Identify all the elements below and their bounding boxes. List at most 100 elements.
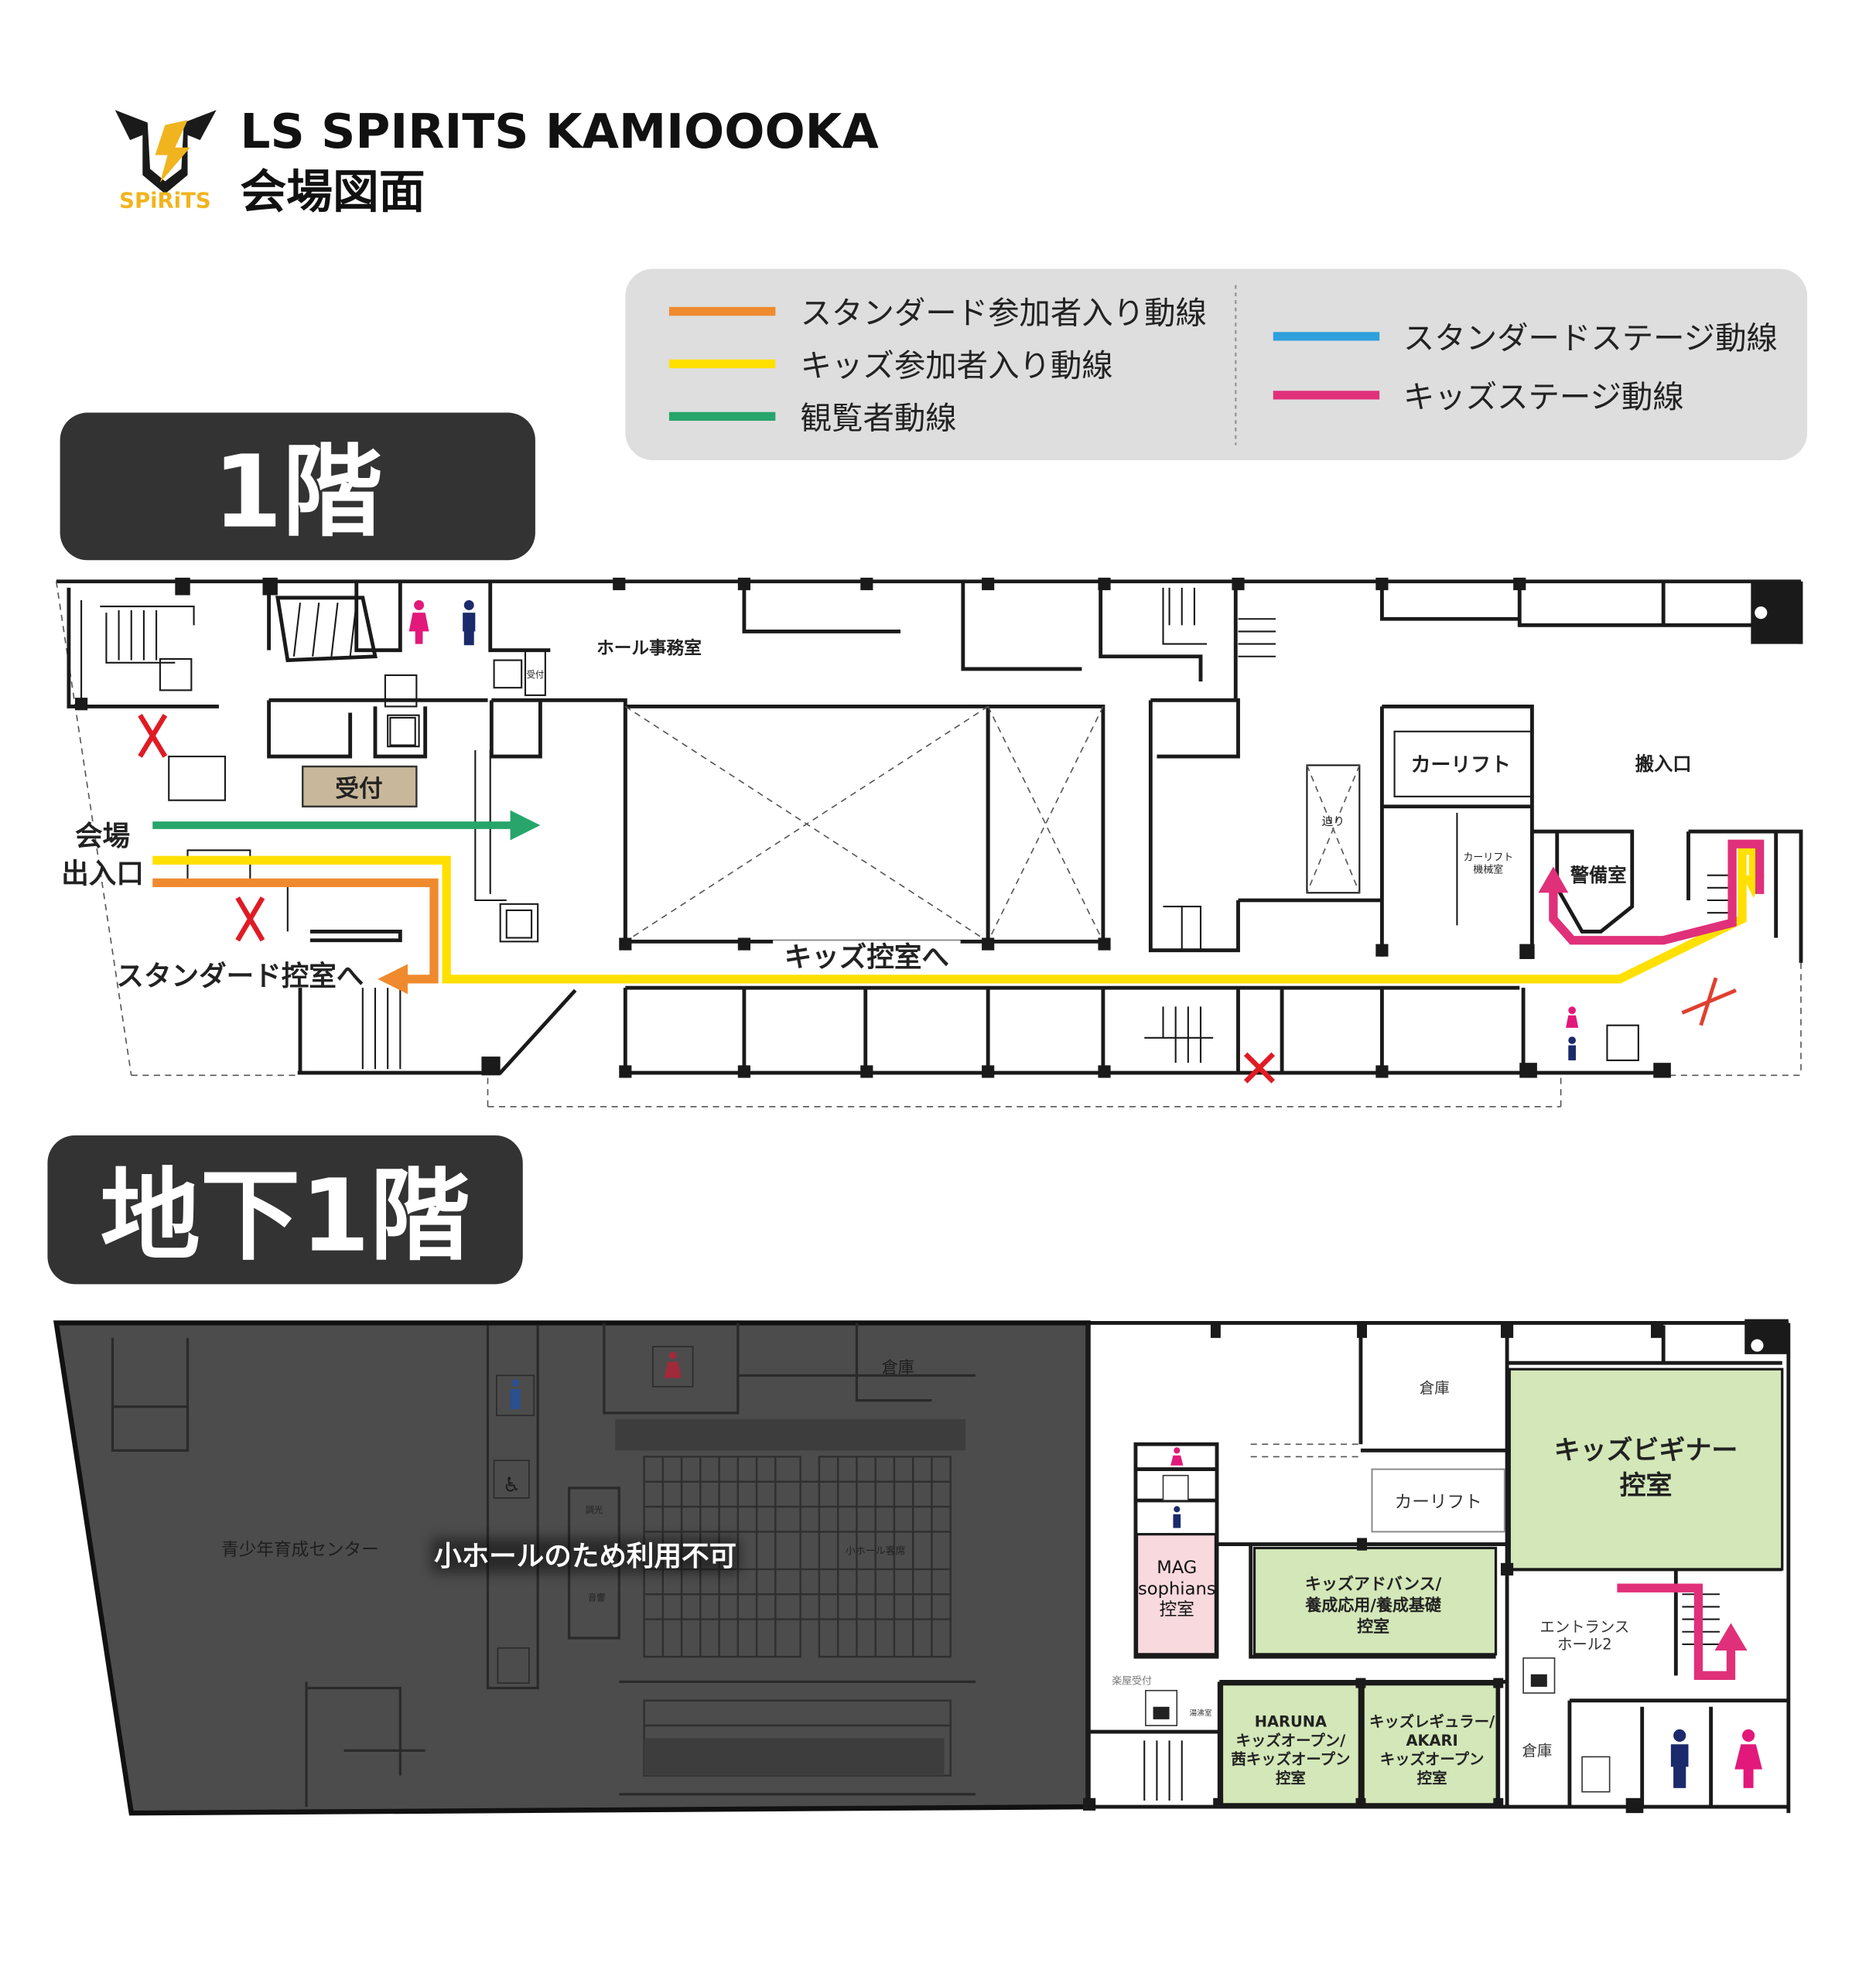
plan-element [387, 714, 420, 748]
kitchenette-label: 湯沸室 [1189, 1708, 1211, 1718]
plan-element [664, 1361, 682, 1378]
shower-icon [1162, 1474, 1189, 1501]
female-restroom-icon [1734, 1729, 1762, 1788]
venue-title: LS SPIRITS KAMIOOOKA [240, 104, 879, 159]
label-label: スタンダード参加者入り動線 [801, 295, 1207, 332]
female-restroom-icon [1566, 1006, 1579, 1028]
plan-element [138, 714, 168, 758]
plan-element [737, 937, 750, 951]
male-restroom-icon [1568, 1036, 1576, 1060]
regular-3-label: キッズオープン [1380, 1750, 1485, 1768]
plan-element [644, 1480, 951, 1620]
plan-element [1355, 1678, 1366, 1688]
plan-element [1699, 977, 1718, 1026]
reception-small-label: 受付 [527, 670, 545, 680]
room-kids-regular: キッズレギュラー/ AKARI キッズオープン 控室 [1362, 1683, 1498, 1806]
plan-element [1653, 1063, 1671, 1078]
plan-element [111, 1323, 976, 1808]
floorB1-heading: 地下1階 [47, 1135, 523, 1285]
storage-top-label: 倉庫 [1420, 1379, 1450, 1397]
plan-element [389, 716, 416, 746]
advance-2-label: 養成応用/養成基礎 [1304, 1595, 1441, 1614]
plan-element [1501, 1562, 1514, 1576]
plan-element [330, 603, 339, 657]
plan-element [312, 603, 320, 657]
plan-element [493, 659, 523, 689]
plan-element [1162, 1474, 1189, 1501]
plan-element [60, 412, 535, 561]
plan-element [361, 988, 402, 1070]
entrance-1-label: 会場 [75, 821, 130, 852]
plan-element [1098, 577, 1111, 591]
plan-element [1651, 1323, 1664, 1338]
plan-element [668, 1351, 677, 1360]
kids-beginner-1-label: キッズビギナー [1554, 1436, 1738, 1466]
male-restroom-icon [496, 1374, 535, 1416]
plan-element [1568, 1036, 1576, 1044]
plan-element [118, 609, 158, 661]
standard-participant-route [152, 878, 439, 995]
floor1-plan: 受付 ホール事務室 迫り カーリフト カーリフト 機械室 搬入口 警備室 [55, 577, 1803, 1108]
plan-element [1238, 618, 1276, 657]
plan-element [1357, 1538, 1368, 1551]
closed-x-icon [138, 714, 168, 758]
plan-element [384, 674, 418, 708]
plan-element [168, 756, 289, 932]
plan-element [75, 577, 1671, 1078]
legend-item-kids-stage: キッズステージ動線 [1273, 378, 1684, 415]
reception-desk: 受付 [302, 765, 418, 807]
plan-element [619, 937, 632, 951]
youth-center-label: 青少年育成センター [221, 1540, 379, 1560]
plan-element [1566, 1015, 1579, 1028]
plan-element [297, 988, 577, 1075]
reception-label: 受付 [335, 775, 382, 803]
plan-element [1083, 1323, 1664, 1814]
plan-element [1673, 1729, 1686, 1743]
plan-element [1243, 1052, 1276, 1084]
floorB1-plan: ♿ 青少年育成センター 小ホール客席 調光 音響 倉庫 小ホールのため利用不可 … [53, 1319, 1791, 1816]
plan-element [982, 577, 995, 591]
car-lift-machine-1-label: カーリフト [1464, 852, 1514, 863]
label-label: キッズステージ動線 [1403, 378, 1684, 415]
plan-element [986, 704, 1105, 944]
plan-element [114, 110, 217, 194]
advance-3-label: 控室 [1357, 1616, 1389, 1636]
plan-element [1357, 1323, 1368, 1338]
plan-element [1143, 1740, 1183, 1801]
plan-element [262, 577, 278, 596]
room-mag-sophians: MAG sophians 控室 [1135, 1533, 1218, 1656]
closed-x-icon [235, 896, 265, 942]
plan-element [463, 600, 474, 610]
elevator-icon [497, 1647, 530, 1684]
plan-element [860, 1065, 873, 1078]
storage-dark-label: 倉庫 [882, 1357, 914, 1377]
plan-element [1306, 764, 1361, 894]
plan-element [496, 1374, 535, 1416]
plan-element [860, 577, 873, 591]
plan-element [155, 120, 190, 183]
plan-element [1493, 1797, 1504, 1808]
car-lift-label: カーリフト [1411, 753, 1511, 777]
plan-element [1493, 1678, 1504, 1688]
plan-element [624, 705, 1104, 943]
plan-element [1743, 1767, 1754, 1788]
plan-element [1606, 1024, 1639, 1061]
unavailable-notice-glow [431, 1538, 740, 1573]
plan-element [643, 1456, 952, 1658]
entrance-hall-1-label: エントランス [1539, 1618, 1629, 1636]
haruna-4-label: 控室 [1276, 1769, 1306, 1787]
heading-label: 1階 [213, 434, 382, 551]
plan-element [982, 937, 995, 951]
plan-element [1755, 606, 1768, 620]
logo: SPiRiTS [114, 110, 217, 213]
room-car-lift: カーリフト [1371, 1468, 1505, 1533]
plan-element [613, 577, 626, 591]
plan-element [623, 988, 1526, 1074]
plan-element [1162, 587, 1208, 645]
plan-element [1714, 1623, 1748, 1651]
kids-beginner-2-label: 控室 [1620, 1470, 1673, 1501]
security-label: 警備室 [1570, 864, 1627, 886]
loading-label: 搬入口 [1635, 753, 1692, 775]
plan-element [1501, 1323, 1514, 1338]
